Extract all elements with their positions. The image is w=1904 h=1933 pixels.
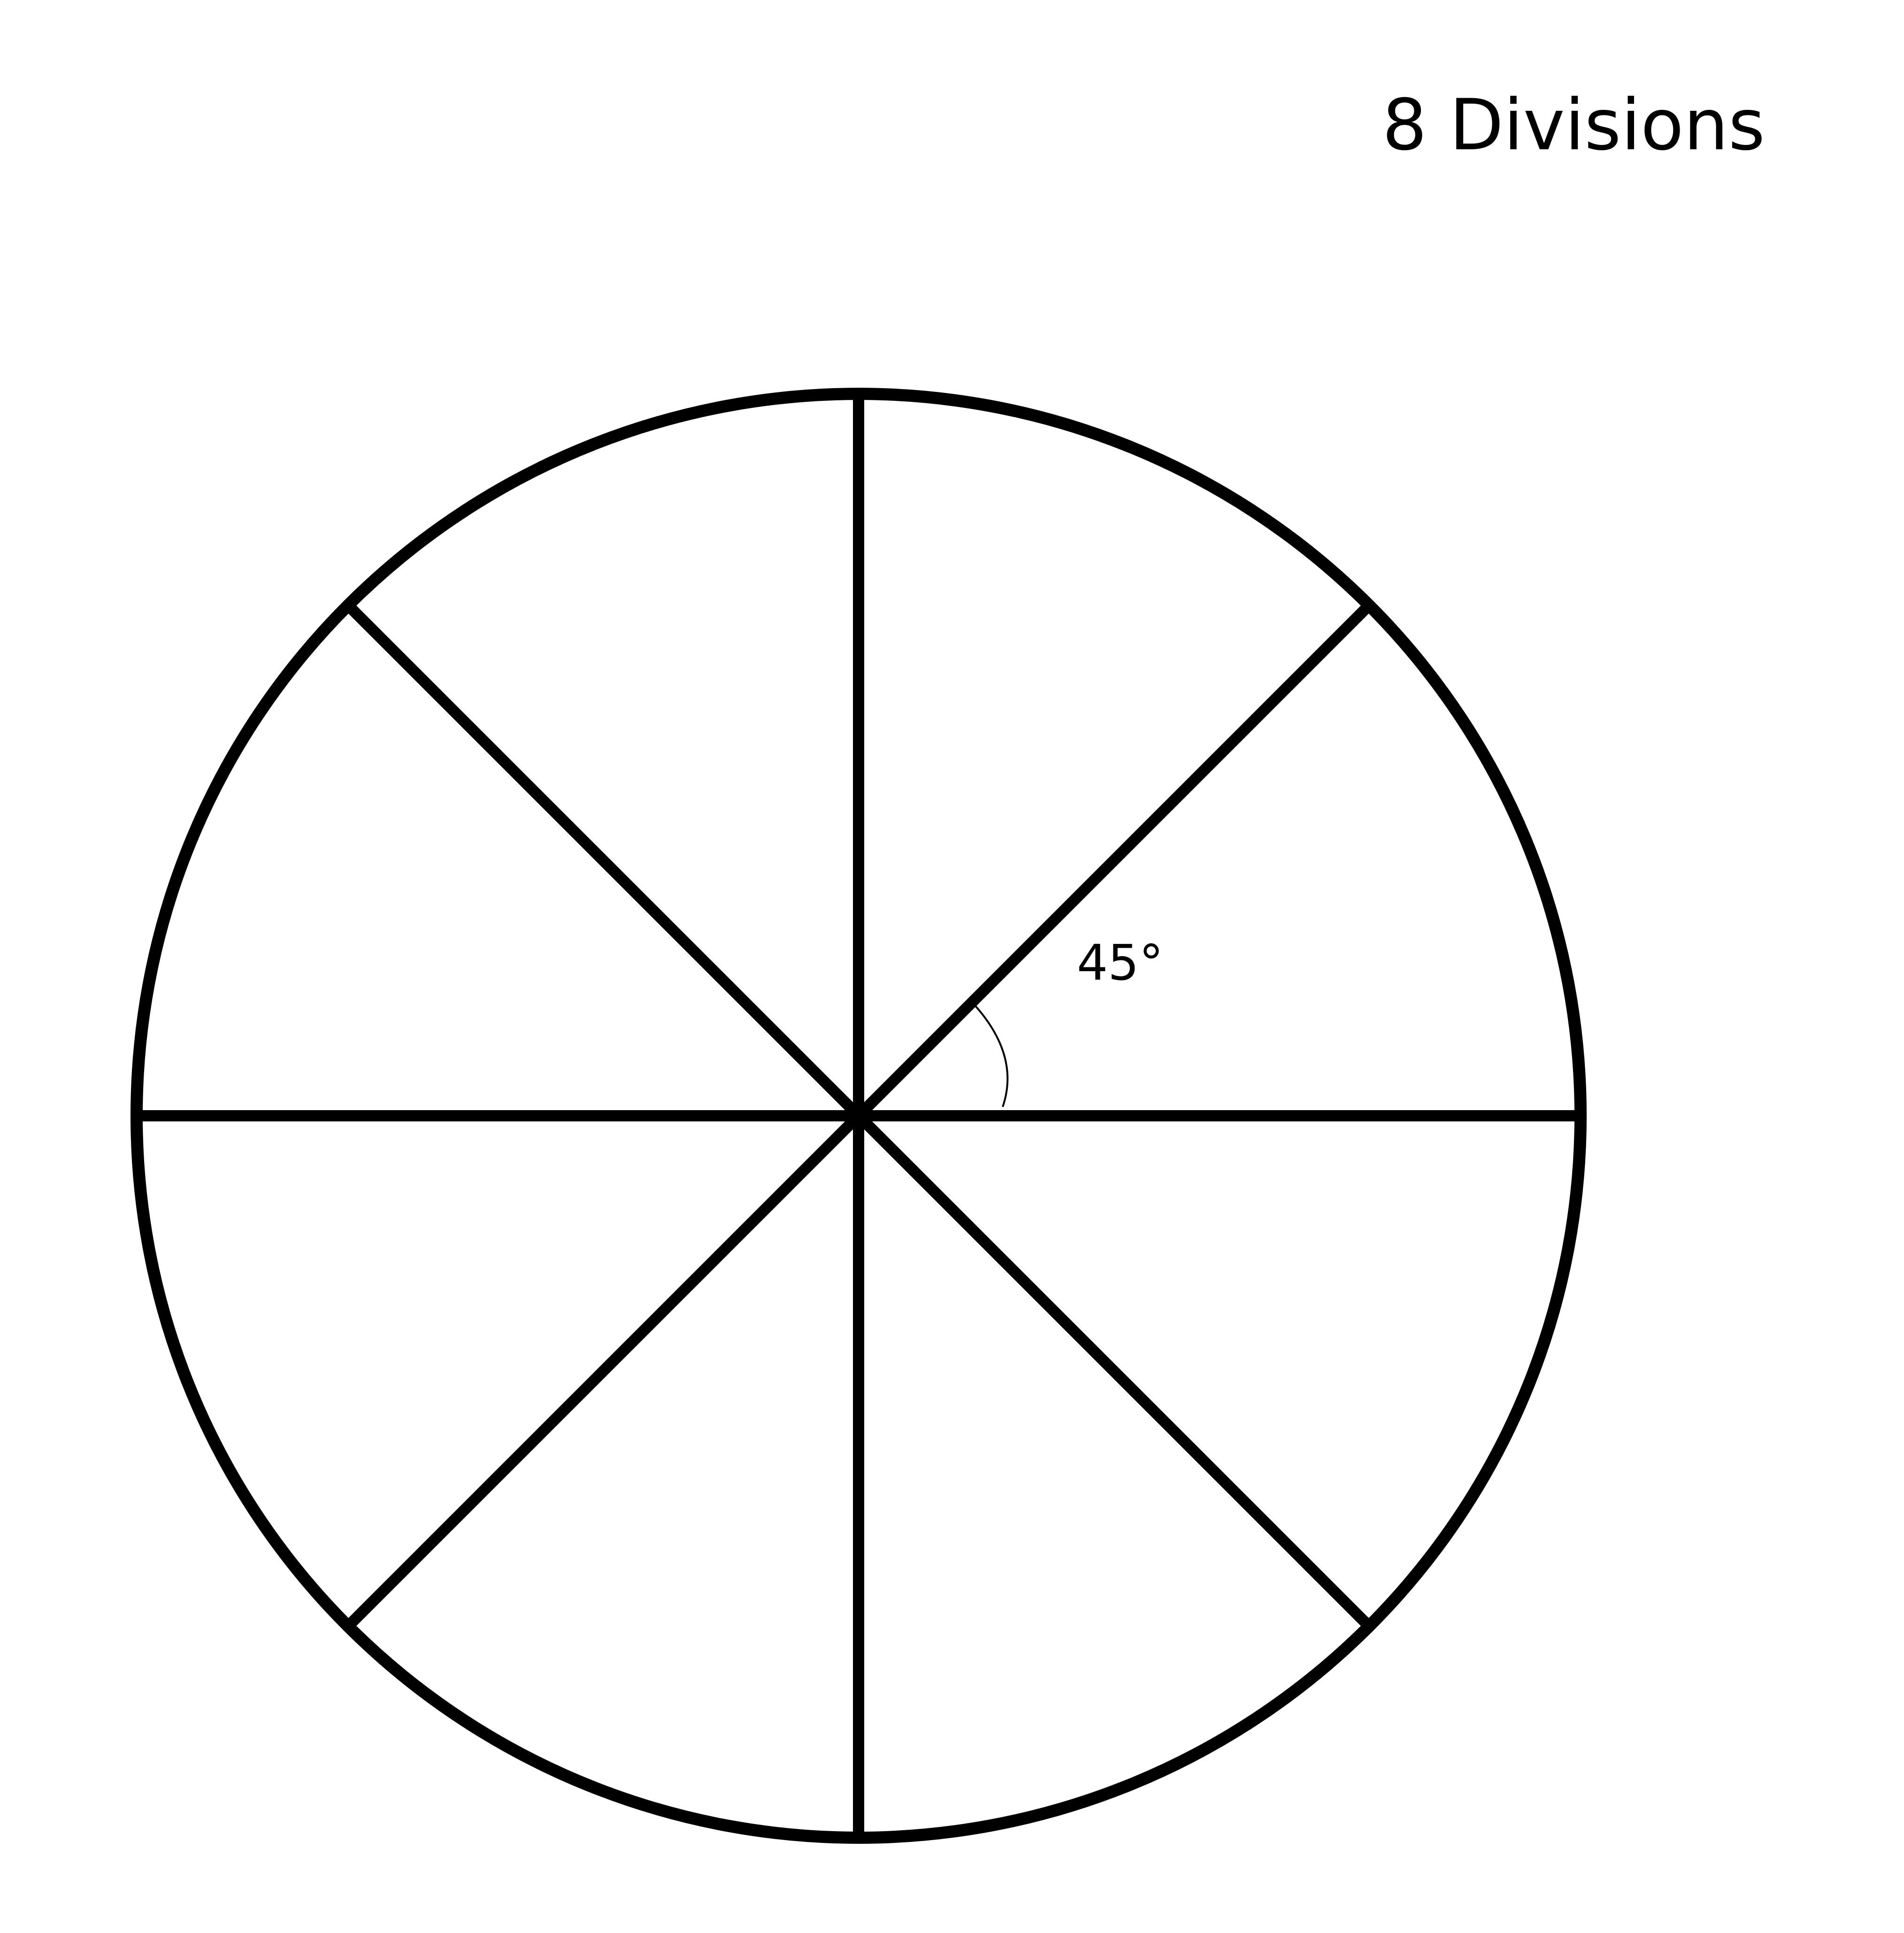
division-lines [137, 394, 1581, 1838]
diagonal-division-line-nw [344, 601, 1373, 1630]
angle-label: 45° [1077, 934, 1163, 991]
angle-arc [974, 1005, 1009, 1107]
diagram-title: 8 Divisions [1382, 84, 1765, 166]
